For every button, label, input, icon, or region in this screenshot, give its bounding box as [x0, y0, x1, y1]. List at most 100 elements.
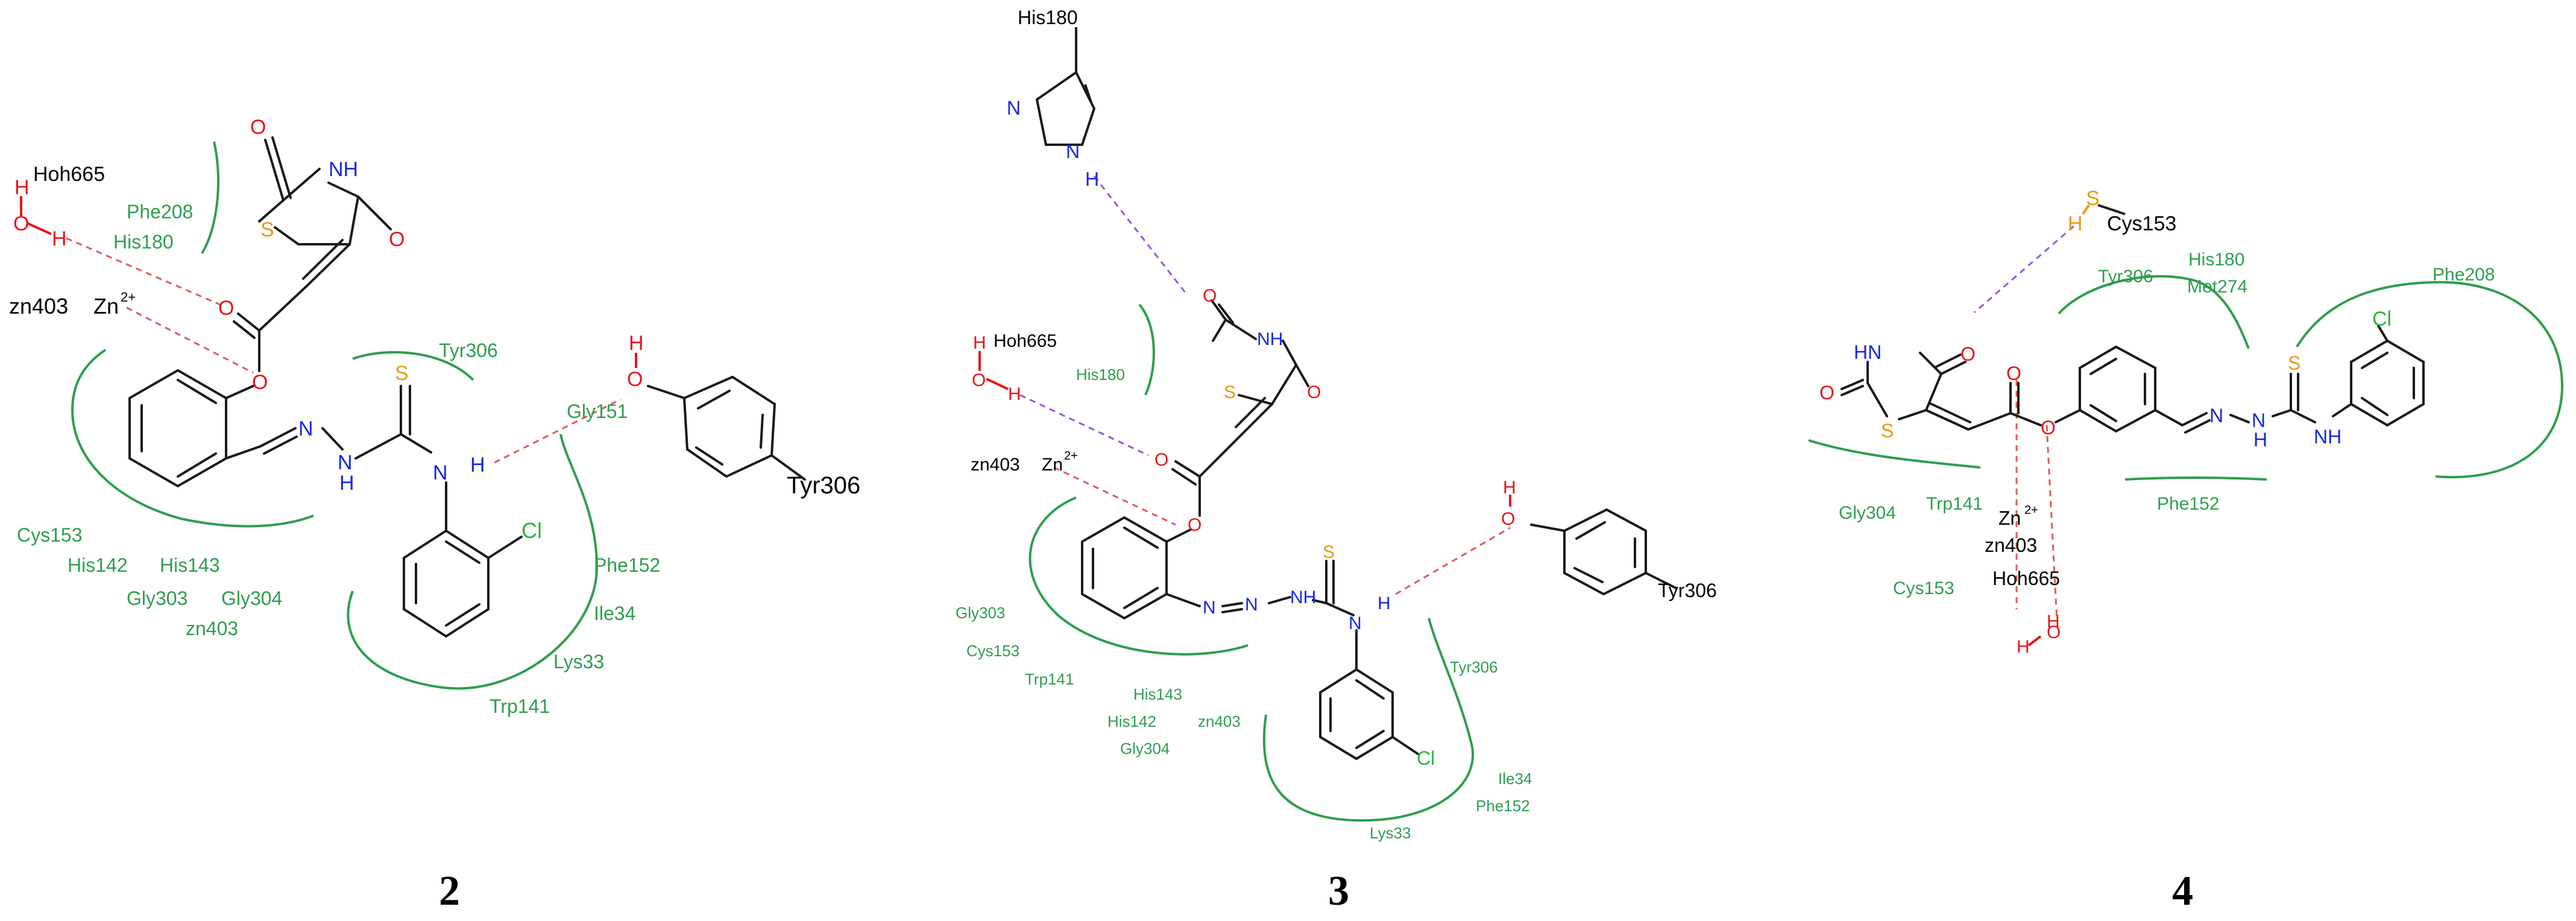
bond [233, 320, 256, 339]
ring [1035, 71, 1096, 146]
bond [2184, 419, 2211, 434]
bond [2009, 412, 2042, 426]
atom-o: O [1960, 343, 1976, 365]
hbond-line [494, 398, 622, 464]
bond [695, 446, 723, 466]
atom-nh: N [338, 451, 353, 474]
caption-3: 3 [1328, 868, 1349, 914]
bond [302, 239, 344, 280]
zn-residue-label: zn403 [971, 455, 1020, 475]
atom-h: H [1085, 168, 1099, 190]
residue-label: Met274 [2187, 277, 2247, 297]
bond [2027, 635, 2042, 647]
pocket-arc [1138, 303, 1155, 396]
pocket-arc [201, 141, 219, 255]
bond [258, 199, 285, 223]
atom-s: S [1323, 542, 1335, 562]
atom-n: N [2252, 410, 2266, 431]
residue-label: Phe208 [2433, 265, 2495, 285]
residue-label: Gly303 [956, 604, 1005, 622]
atom-n: N [433, 461, 448, 484]
pocket-arc [2124, 476, 2267, 481]
atom-nh: H [339, 472, 354, 495]
atom-n: N [1007, 97, 1021, 119]
bond [1123, 587, 1159, 609]
atom-o: O [1307, 382, 1321, 402]
atom-s: S [1881, 420, 1894, 442]
atom-nh: NH [329, 158, 358, 181]
bond [2290, 409, 2316, 423]
atom-h: H [2068, 212, 2083, 235]
bond [445, 603, 480, 627]
atom-o: O [1501, 509, 1515, 529]
panel-2-diagram: H O H Hoh665 zn403 Zn 2+ [9, 116, 860, 914]
bond [2181, 412, 2208, 426]
atom-s: S [260, 218, 274, 241]
residue-label: His143 [160, 554, 220, 576]
panel-3-diagram: His180 N N H H O H Hoh665 zn403 Zn 2+ [956, 7, 1717, 914]
atom-n: N [298, 417, 313, 440]
atom-o: O [2041, 417, 2056, 438]
atom-h: H [1503, 478, 1516, 498]
bond [1084, 84, 1092, 103]
zn-residue-label: zn403 [1985, 534, 2037, 556]
atom-o: O [250, 116, 266, 139]
bond [1925, 409, 1970, 431]
bond [2272, 409, 2292, 417]
atom-o: O [1188, 515, 1201, 535]
ring [1319, 668, 1394, 761]
bond [305, 243, 351, 288]
atom-o: O [627, 368, 643, 391]
bond [1165, 593, 1201, 607]
residue-label: Phe152 [594, 554, 660, 576]
zn-charge: 2+ [1064, 449, 1078, 463]
hbond-line [1053, 466, 1176, 526]
pocket-arc [1028, 496, 1249, 656]
bond [237, 312, 260, 332]
atom-h: H [973, 333, 986, 353]
panel-4-diagram: S H Cys153 [1808, 187, 2564, 914]
atom-n: N [1203, 598, 1216, 618]
residue-label: Tyr306 [439, 340, 498, 361]
ring [2350, 339, 2425, 427]
pocket-arc [71, 349, 314, 528]
atom-o: O [252, 371, 268, 394]
atom-n: N [2209, 405, 2223, 426]
residue-label: Tyr306 [1450, 658, 1498, 676]
atom-o: O [13, 212, 29, 235]
bond [1221, 608, 1243, 613]
bond [1355, 730, 1385, 749]
atom-nh: NH [2314, 426, 2341, 448]
bond [1238, 394, 1273, 405]
residue-label: zn403 [1198, 712, 1241, 730]
bond [2332, 403, 2352, 417]
bond [1573, 567, 1604, 583]
hbond-line [2045, 425, 2058, 622]
bond [348, 195, 359, 245]
bond [177, 379, 217, 404]
residue-label: Gly304 [1839, 503, 1896, 523]
residue-label: zn403 [186, 618, 238, 639]
bond [1575, 521, 1606, 540]
hoh-label: Hoh665 [994, 331, 1057, 351]
hbond-line [66, 237, 225, 308]
bond [400, 433, 432, 454]
bond [259, 427, 297, 448]
ring [1081, 516, 1168, 620]
hoh-label: Hoh665 [33, 163, 105, 186]
bond [445, 540, 480, 564]
atom-hn: HN [1854, 341, 1882, 363]
atom-h: H [1008, 384, 1021, 404]
atom-n: N [1349, 613, 1362, 633]
bond [1282, 340, 1297, 366]
residue-label: Cys153 [966, 642, 1019, 660]
atom-s: S [2288, 352, 2300, 374]
bond [1295, 364, 1309, 387]
pocket-arc [1808, 439, 1981, 469]
zn-charge: 2+ [2024, 504, 2038, 517]
bond [264, 139, 285, 201]
caption-4: 4 [2172, 868, 2193, 914]
bond [1940, 361, 1967, 375]
bond [354, 433, 402, 460]
atom-s: S [2086, 187, 2100, 210]
